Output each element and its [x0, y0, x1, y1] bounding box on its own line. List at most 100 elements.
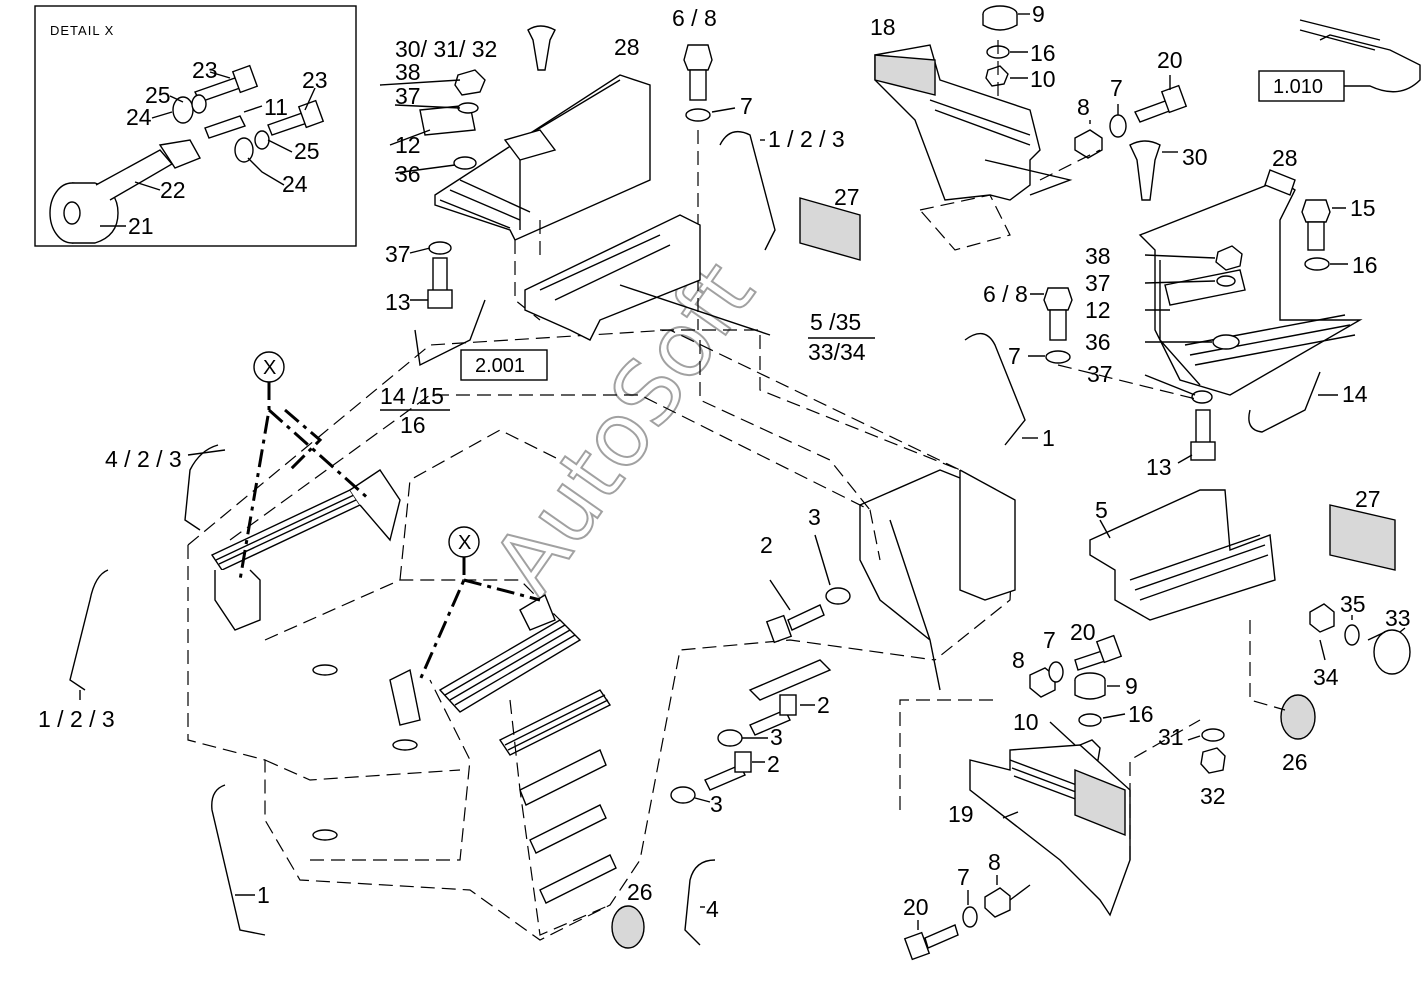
- washer-25-upper: [191, 94, 207, 114]
- washer-25-lower: [254, 130, 270, 150]
- bolt-11: [204, 115, 246, 139]
- reflector-26: [1280, 694, 1316, 740]
- callout-1-2-3: 1 / 2 / 3: [38, 706, 115, 732]
- bolt-2: [749, 709, 791, 736]
- bolt-20: [924, 924, 959, 949]
- callout-27: 27: [1355, 486, 1381, 512]
- callout-27: 27: [834, 184, 860, 210]
- callout-16: 16: [1128, 701, 1154, 727]
- bolt-2: [787, 604, 825, 631]
- callout-20: 20: [1070, 619, 1096, 645]
- bolt-30: [527, 25, 556, 71]
- callout-16: 16: [1352, 252, 1378, 278]
- callout-31: 31: [1158, 724, 1184, 750]
- detail-frame: [34, 5, 357, 247]
- callout-23: 23: [192, 57, 218, 83]
- washer-7: [962, 906, 978, 928]
- callout-10: 10: [1013, 709, 1039, 735]
- callout-24: 24: [282, 171, 308, 197]
- callout-15: 15: [1350, 195, 1376, 221]
- bolt-6: [1043, 287, 1073, 311]
- bolt-13: [432, 257, 448, 294]
- nut-8: [1074, 129, 1103, 159]
- svg-text:X: X: [458, 532, 471, 554]
- handrail-1: [964, 332, 1026, 446]
- callout-19: 19: [948, 801, 974, 827]
- callout-25: 25: [145, 82, 171, 108]
- callout-37: 37: [1087, 361, 1113, 387]
- callout-10: 10: [1030, 66, 1056, 92]
- callout-4-2-3: 4 / 2 / 3: [105, 446, 182, 472]
- callout-6-8: 6 / 8: [983, 281, 1028, 307]
- callout-2: 2: [767, 751, 780, 777]
- callout-28: 28: [614, 34, 640, 60]
- callout-3: 3: [770, 724, 783, 750]
- callout-11: 11: [264, 94, 288, 120]
- washer-36: [453, 156, 477, 170]
- callout-26: 26: [627, 879, 653, 905]
- callout-23: 23: [302, 67, 328, 93]
- callout-16: 16: [1030, 40, 1056, 66]
- washer-7: [1048, 661, 1064, 683]
- callout-35: 35: [1340, 591, 1366, 617]
- right-mid-parts: 6 / 8 7 1 5 27 35 33 34 26: [964, 281, 1411, 775]
- detail-x-inset: DETAIL X 23 25 24 11 23 25 24 22 21: [34, 5, 357, 247]
- step-bracket-5: [1089, 489, 1276, 621]
- handrail-4: [684, 859, 716, 946]
- callout-33-34: 33/34: [808, 339, 866, 365]
- callout-13: 13: [385, 289, 411, 315]
- callout-33: 33: [1385, 605, 1411, 631]
- step-bracket-5: [524, 214, 701, 341]
- top-right-parts: 18 9 16 10 8 7 20 1.010: [870, 1, 1421, 251]
- callout-2: 2: [760, 532, 773, 558]
- bolt-6: [683, 44, 713, 71]
- step-bracket-28-right: 30 28 15 16 38 37 12 36 37 13 14: [1085, 140, 1378, 480]
- callout-9: 9: [1032, 1, 1045, 27]
- washer-7: [1109, 114, 1127, 138]
- reflector-27: [799, 197, 861, 261]
- callout-12: 12: [1085, 297, 1111, 323]
- reflector-27: [1329, 504, 1396, 571]
- washer-3: [825, 587, 851, 605]
- reflector-26: [611, 905, 645, 949]
- callout-24: 24: [126, 104, 152, 130]
- callout-37: 37: [395, 83, 421, 109]
- handrail-1-2-3: [69, 569, 109, 691]
- washer-24-upper: [172, 96, 194, 124]
- step-tread: [438, 619, 582, 713]
- callout-18: 18: [870, 14, 896, 40]
- washer-24-lower: [234, 137, 254, 163]
- callout-6-8: 6 / 8: [672, 5, 717, 31]
- callout-8: 8: [988, 849, 1001, 875]
- washer-7: [1045, 350, 1071, 364]
- washer-16: [1304, 257, 1330, 271]
- nut-38: [454, 69, 486, 96]
- handrail-1: [719, 131, 776, 251]
- callout-22: 22: [160, 177, 186, 203]
- handrail-4: [184, 444, 219, 531]
- roller-shaft: [95, 149, 174, 201]
- callout-7: 7: [740, 93, 753, 119]
- bracket: [748, 659, 832, 701]
- main-frame: X X: [187, 329, 1016, 941]
- bolt-30: [1129, 140, 1161, 201]
- ref-2001: 2.001: [475, 355, 525, 377]
- nut-10: [985, 65, 1009, 87]
- callout-13: 13: [1146, 454, 1172, 480]
- callout-38: 38: [395, 59, 421, 85]
- washer-36: [1212, 334, 1240, 350]
- callout-4: 4: [706, 896, 719, 922]
- washer-37: [1191, 390, 1213, 404]
- washer-37: [1216, 275, 1236, 287]
- callout-28: 28: [1272, 145, 1298, 171]
- callout-1: 1: [1042, 425, 1055, 451]
- detail-title: DETAIL X: [50, 23, 114, 38]
- knob-33: [1373, 629, 1411, 675]
- callout-36: 36: [395, 161, 421, 187]
- callout-8: 8: [1077, 94, 1090, 120]
- nut-34: [1309, 603, 1335, 633]
- bottom-right-step: 8 7 20 9 16 10 31 32 19 20 7 8: [899, 619, 1226, 961]
- callout-38: 38: [1085, 243, 1111, 269]
- ref-box-2001: [460, 349, 548, 381]
